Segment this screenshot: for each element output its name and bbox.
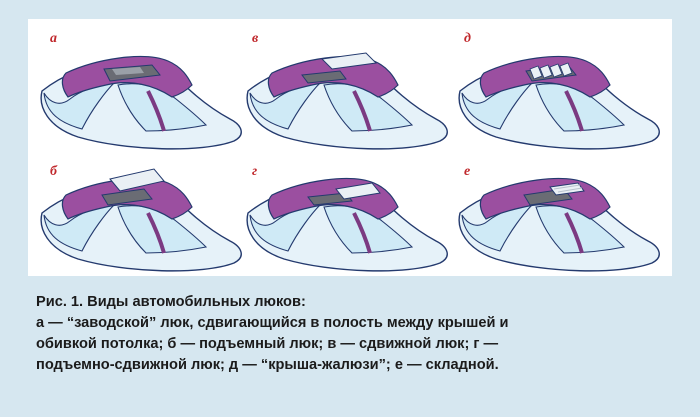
caption-line-3: подъемно-сдвижной люк; д — “крыша-жалюзи… [36, 357, 499, 373]
sunroof-panel [112, 67, 144, 75]
figure-label: д [464, 31, 471, 46]
door-pillar [352, 212, 372, 254]
figure-label: б [50, 164, 58, 179]
figure-label: г [252, 164, 257, 179]
door-pillar [352, 90, 372, 132]
caption-title: Рис. 1. Виды автомобильных люков: [36, 294, 306, 310]
caption-line-2: обивкой потолка; б — подъемный люк; в — … [36, 336, 499, 352]
car-louver [458, 55, 660, 150]
sunroof-opening [101, 188, 153, 206]
door-pillar [564, 212, 584, 254]
car-slide-open [246, 52, 448, 150]
figure-label: е [464, 164, 470, 179]
lifted-panel [109, 168, 165, 192]
car-fold [458, 177, 660, 272]
louver-slat [549, 63, 563, 78]
caption-line-1: а — “заводской” люк, сдвигающийся в поло… [36, 315, 509, 331]
door-pillar [564, 90, 584, 132]
figure-label: в [252, 31, 259, 46]
figure-caption: Рис. 1. Виды автомобильных люков: а — “з… [36, 292, 676, 376]
sunroof-types-illustration: а в д б г е [40, 31, 660, 272]
sunroof-opening [301, 70, 347, 84]
car-lift-slide [246, 177, 448, 272]
louver-slat [559, 62, 573, 77]
lift-slide-panel [335, 182, 381, 200]
door-pillar [146, 90, 166, 132]
sliding-panel [320, 52, 378, 70]
fold-lines [553, 184, 583, 193]
car-slide [40, 55, 242, 150]
louver-slat [529, 65, 543, 80]
louver-slat [539, 64, 553, 79]
door-pillar [146, 212, 166, 254]
figure-label: а [50, 31, 57, 46]
car-lift [40, 168, 242, 272]
